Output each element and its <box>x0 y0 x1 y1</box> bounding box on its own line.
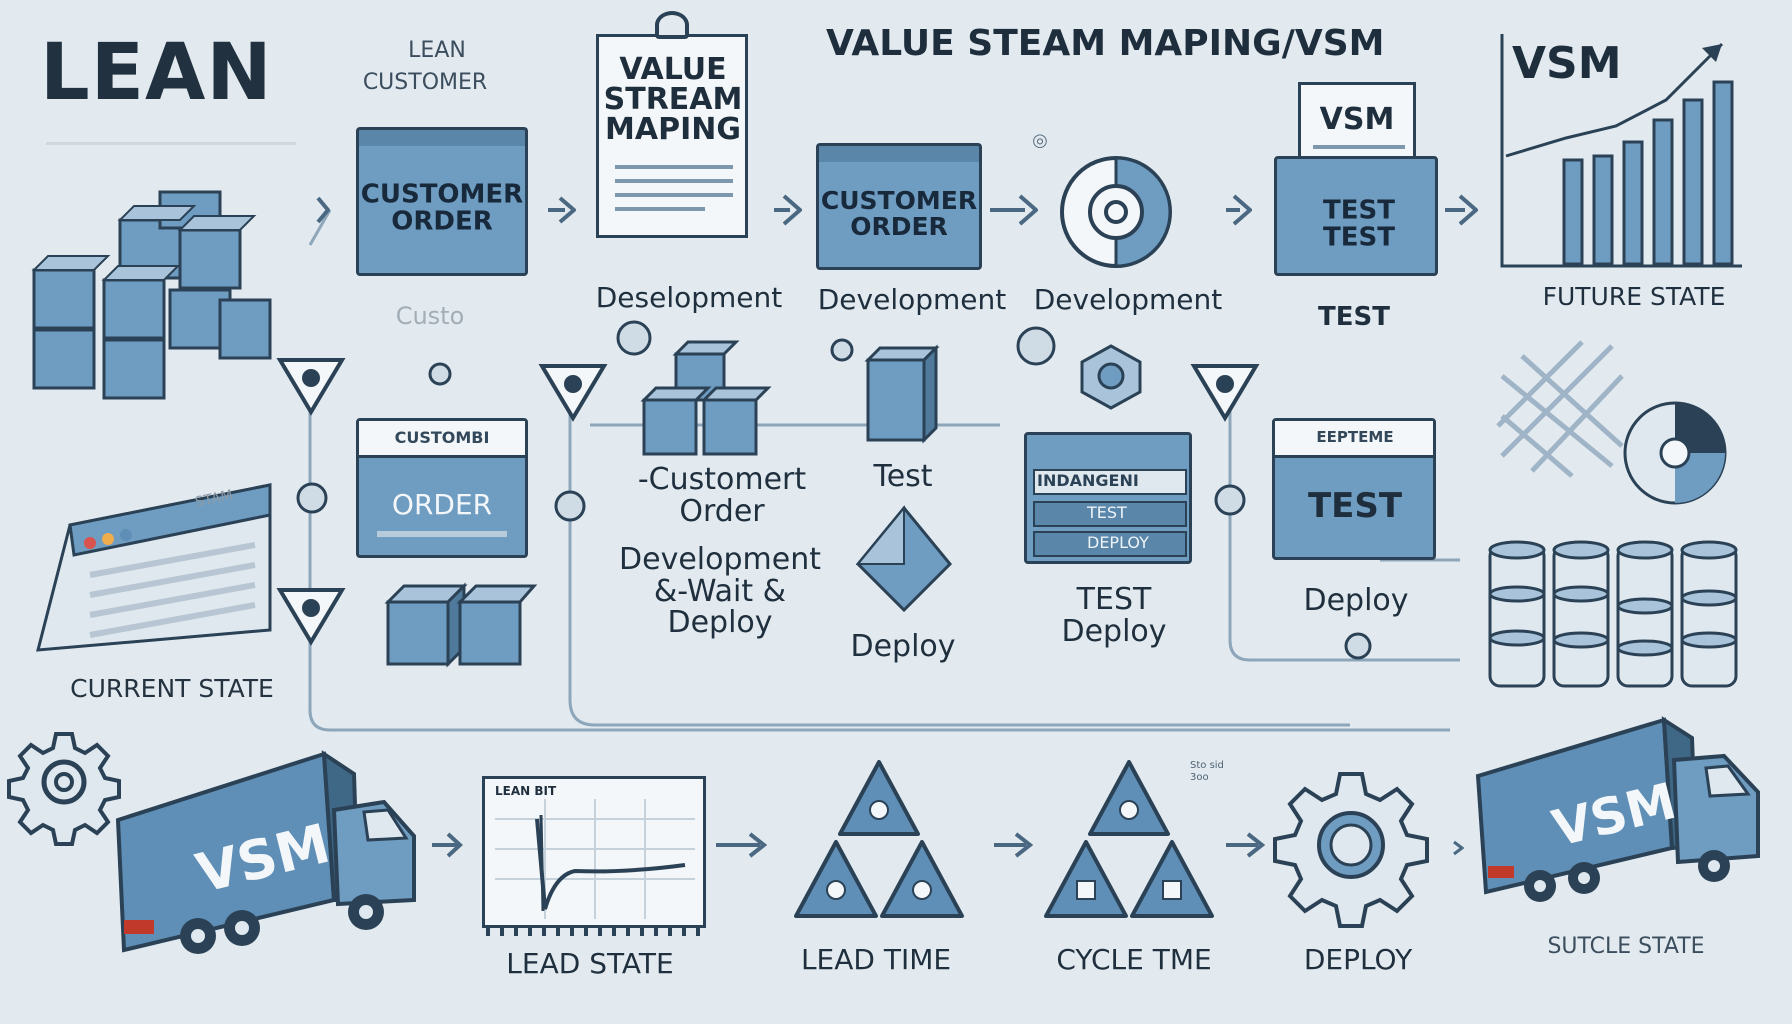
arrow-b1 <box>432 832 463 858</box>
bar-chart-icon <box>1500 34 1742 268</box>
hexagon-node-icon <box>1080 344 1142 410</box>
label-test: TEST <box>1318 302 1390 332</box>
customer-order-box: CUSTOMER ORDER <box>356 127 528 276</box>
label-dev2: Development <box>817 283 1007 316</box>
boxes-stack-icon <box>31 190 272 400</box>
truck-icon-2 <box>1475 716 1760 902</box>
document-title: VSM <box>1319 102 1395 137</box>
lead-state-label: LEAD STATE <box>506 947 674 980</box>
faint-custo-label: Custo <box>395 302 465 330</box>
truck-icon <box>115 750 416 954</box>
current-state-label: CURRENT STATE <box>70 674 274 703</box>
test-box: TEST TEST <box>1274 156 1438 276</box>
diamond-icon <box>855 505 953 613</box>
deploy-label2: Deploy <box>1303 583 1409 618</box>
customer-order-label: CUSTOMER ORDER <box>360 179 524 237</box>
line-chart-icon: LEAN BIT <box>482 776 706 928</box>
deploy-gear-icon <box>1273 772 1429 928</box>
arrow-b5 <box>1453 840 1465 856</box>
test-box-header: EEPTEME <box>1316 428 1394 446</box>
label-future: FUTURE STATE <box>1542 282 1726 311</box>
small-icon: ◎ <box>1032 130 1048 151</box>
dev-wait-text: Development &-Wait & Deploy <box>619 542 821 640</box>
test-label: Test <box>873 459 933 494</box>
lead-chart-title: LEAN BIT <box>495 784 557 798</box>
deploy-label1: Deploy <box>850 629 956 664</box>
sutcle-state-label: SUTCLE STATE <box>1547 934 1705 959</box>
chart-title: VSM <box>1512 38 1622 89</box>
arrow-b3 <box>994 832 1034 858</box>
center-title: VALUE STEAM MAPING/VSM <box>826 23 1385 64</box>
order-box-label: ORDER <box>391 488 493 521</box>
shield-icon-4 <box>1190 364 1260 422</box>
panel-row2: DEPLOY <box>1087 533 1149 552</box>
test-box-right: EEPTEME TEST <box>1272 418 1436 560</box>
cube-pair-icon <box>384 582 538 668</box>
main-title: LEAN <box>40 28 273 118</box>
chart-base <box>486 926 702 936</box>
triangle-icon-2 <box>1044 760 1214 918</box>
label-dev1: Deselopment <box>595 281 783 314</box>
order-panel: CUSTOMBI ORDER <box>356 418 528 558</box>
gear-icon <box>7 732 121 846</box>
deploy-label-bottom: DEPLOY <box>1303 943 1413 976</box>
faint-rule <box>46 142 296 145</box>
clipboard-icon: VALUE STREAM MAPING <box>596 11 748 238</box>
lead-time-label: LEAD TIME <box>800 943 952 976</box>
triangle-icon <box>794 760 964 918</box>
test-box-label: TEST TEST <box>1323 195 1395 254</box>
cube-icon <box>864 344 940 444</box>
customer-order-text: -Customert Order <box>637 462 807 529</box>
cube-cluster-icon <box>640 340 772 456</box>
cycle-time-label: CYCLE TME <box>1056 943 1212 976</box>
target-icon <box>1060 156 1172 268</box>
arrow-b2 <box>716 832 768 858</box>
customer-order-label2: CUSTOMER ORDER <box>820 185 978 241</box>
indangeni-panel: INDANGENI TEST DEPLOY <box>1024 432 1192 564</box>
panel-header: INDANGENI <box>1037 471 1139 490</box>
shield-icon-3 <box>538 364 608 422</box>
test-box-label-right: TEST <box>1307 486 1403 526</box>
subtitle-line1: LEAN <box>408 38 466 63</box>
database-icon <box>1488 540 1738 688</box>
panel-row1: TEST <box>1087 503 1127 522</box>
pie-chart-icon <box>1623 401 1727 505</box>
shield-icon <box>276 358 346 416</box>
browser-window-icon <box>36 483 272 652</box>
test-deploy-text: TEST Deploy <box>1061 582 1167 649</box>
clipboard-title: VALUE STREAM MAPING <box>603 52 743 147</box>
network-icon <box>1496 340 1624 478</box>
order-header: CUSTOMBI <box>394 428 490 447</box>
small-note: Sto sid 3oo <box>1190 760 1224 783</box>
subtitle-line2: CUSTOMER <box>362 70 488 95</box>
shield-icon-2 <box>276 588 346 646</box>
arrow-b4 <box>1226 832 1266 858</box>
label-dev3: Development <box>1033 283 1223 316</box>
customer-order-box2: CUSTOMER ORDER <box>816 143 982 270</box>
